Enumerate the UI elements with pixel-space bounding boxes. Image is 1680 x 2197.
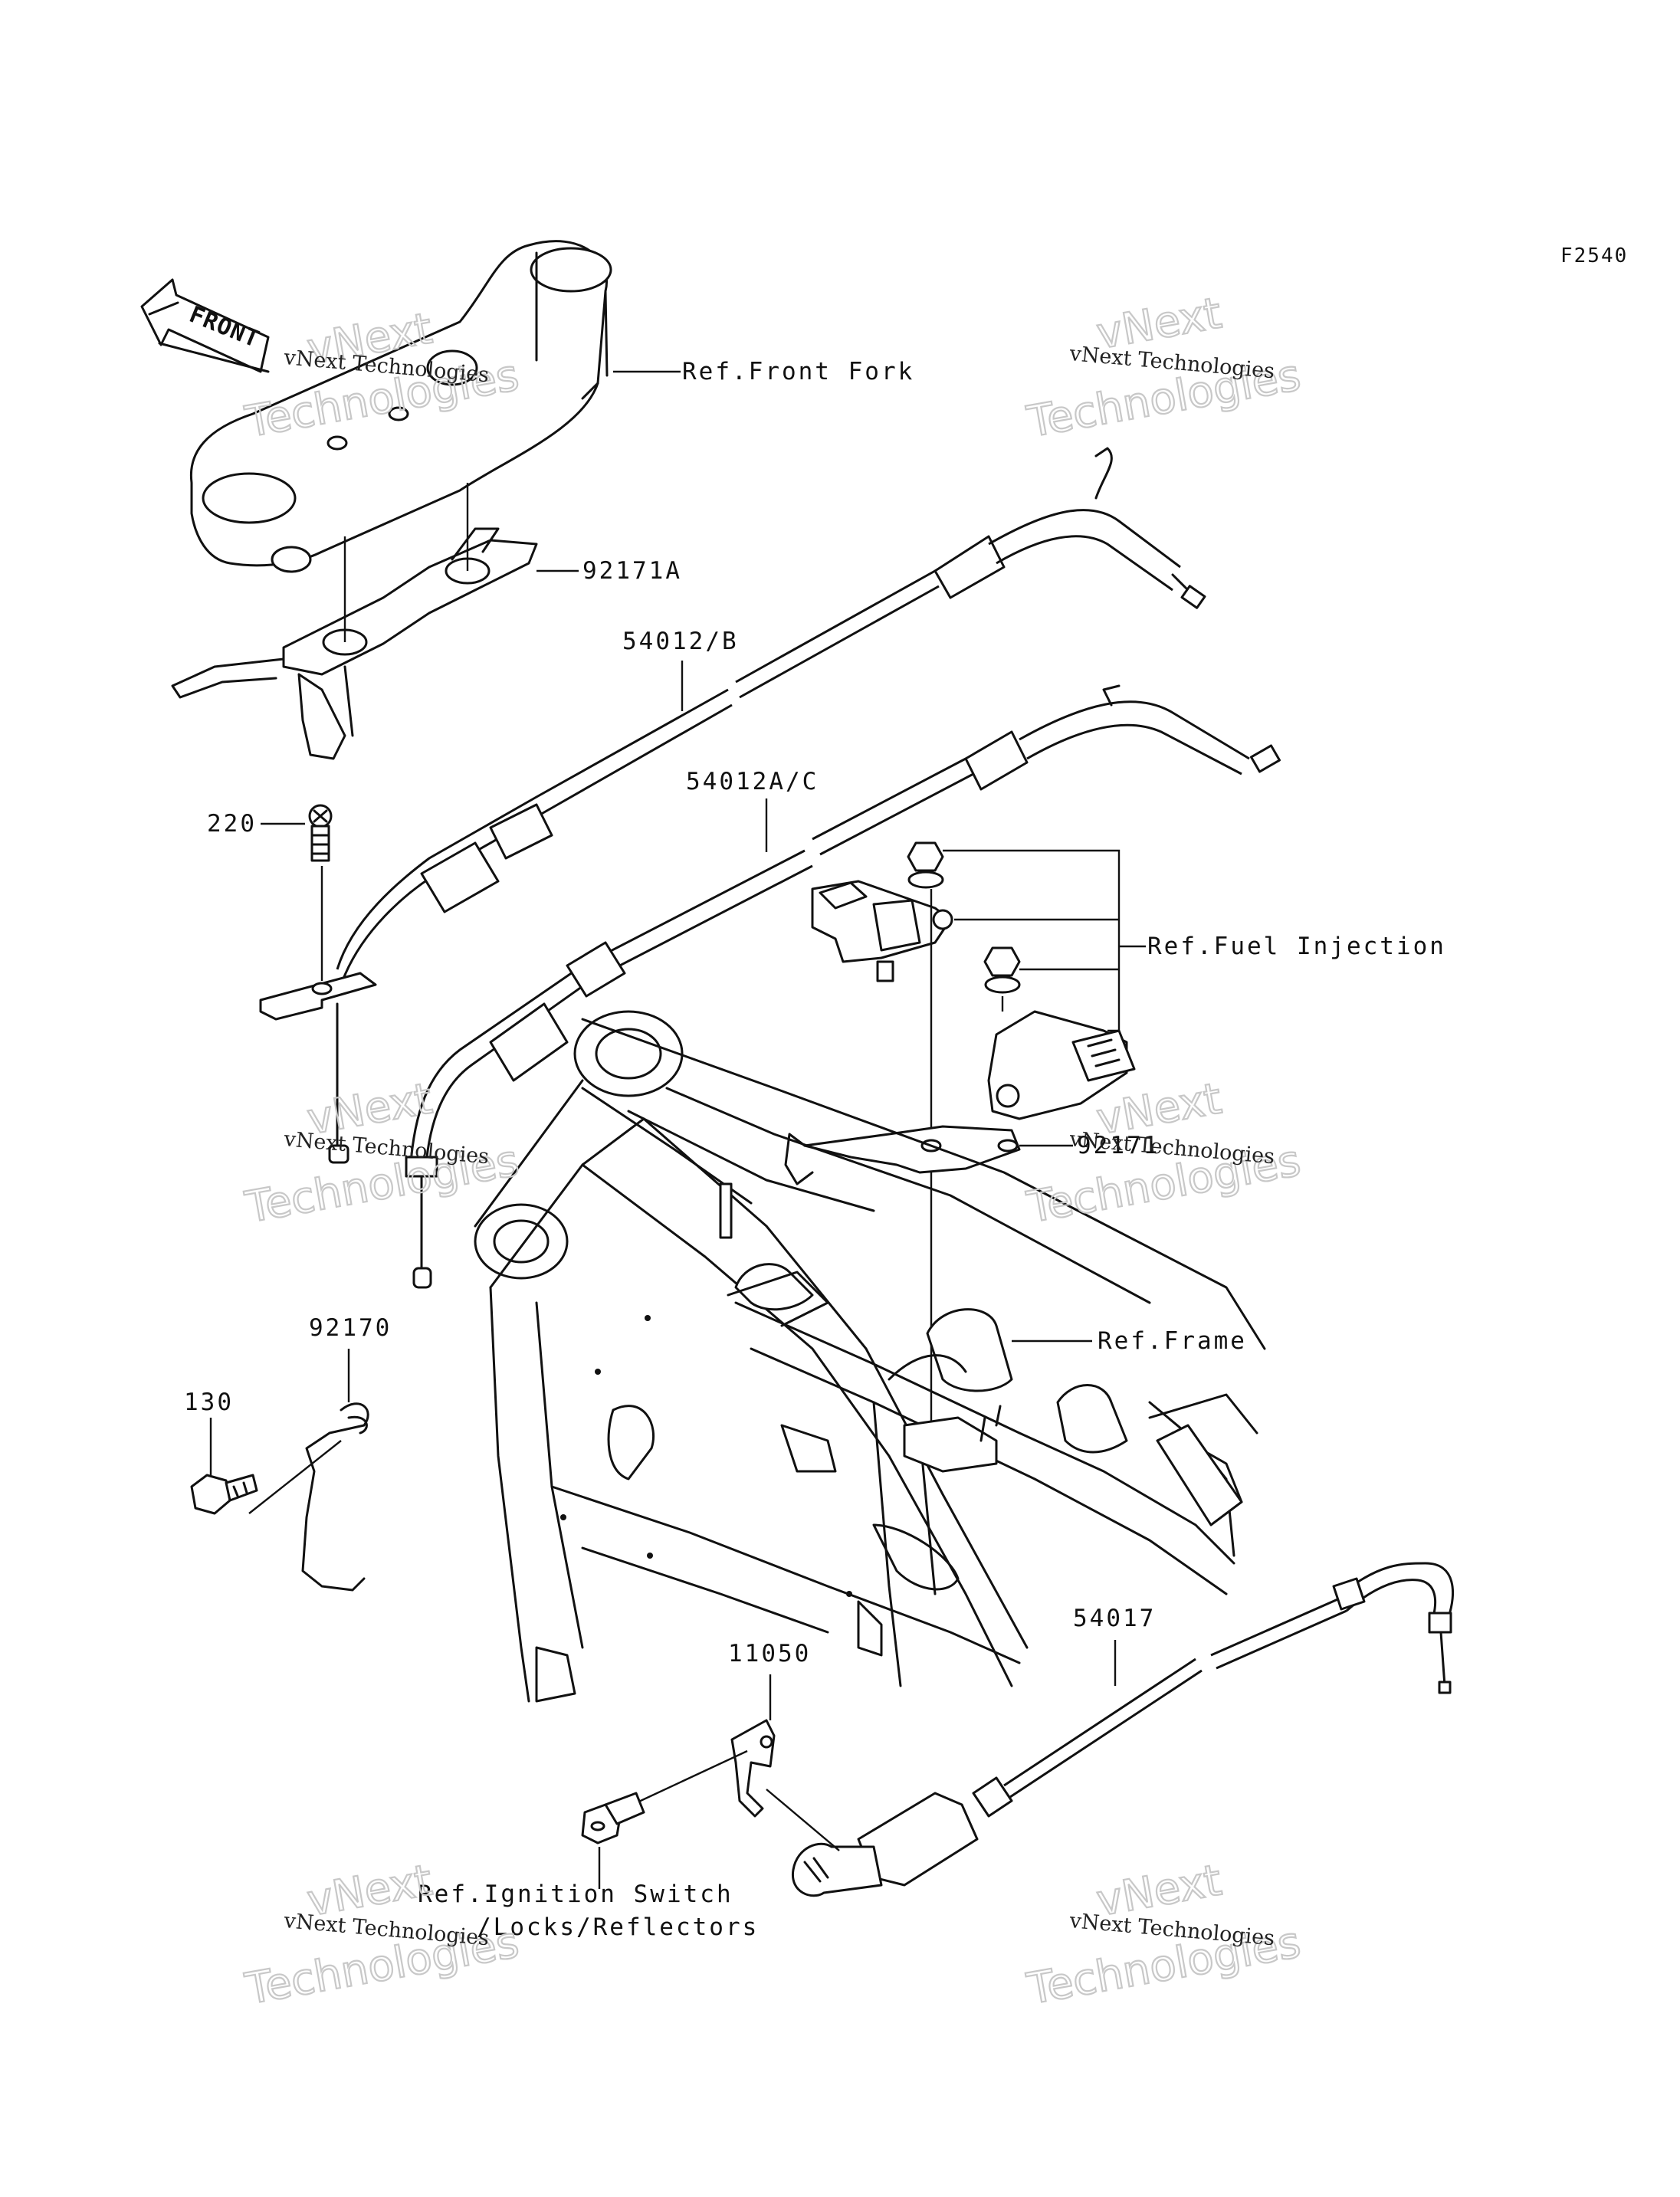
label-ref-ignition-line1: Ref.Ignition Switch xyxy=(418,1881,733,1908)
top-bracket-drawing xyxy=(171,240,612,760)
label-220: 220 xyxy=(207,810,257,838)
label-ref-ignition-line2: /Locks/Reflectors xyxy=(477,1913,759,1941)
front-arrow-icon: FRONT xyxy=(140,278,270,373)
watermark-bottom-left: vNext Technologies vNext Technologies xyxy=(241,1854,523,2015)
frame-drawing xyxy=(474,1010,1266,1703)
choke-cable-54017-drawing xyxy=(792,1562,1454,1897)
bolt-130-icon xyxy=(190,1474,258,1515)
clamp-92170-drawing xyxy=(248,1402,369,1592)
label-54017: 54017 xyxy=(1073,1605,1156,1632)
label-54012AC: 54012A/C xyxy=(686,768,819,795)
screw-220-icon xyxy=(308,804,333,862)
label-ref-fuel-injection: Ref.Fuel Injection xyxy=(1147,933,1446,960)
label-ref-frame: Ref.Frame xyxy=(1098,1327,1247,1355)
label-130: 130 xyxy=(184,1389,234,1416)
bracket-11050-drawing xyxy=(632,1719,840,1851)
label-92170: 92170 xyxy=(309,1314,392,1342)
label-11050: 11050 xyxy=(728,1640,811,1667)
bolt-ignition-icon xyxy=(581,1792,645,1844)
label-ref-front-fork: Ref.Front Fork xyxy=(682,358,914,385)
label-54012B: 54012/B xyxy=(622,628,739,655)
watermark-mid-left: vNext Technologies vNext Technologies xyxy=(241,1073,523,1234)
throttle-cable-b-drawing xyxy=(336,447,1206,985)
fuel-injection-sensors-drawing xyxy=(784,841,1136,1433)
throttle-cable-ac-drawing xyxy=(405,684,1281,1289)
watermark-top-right: vNext Technologies vNext Technologies xyxy=(1022,287,1305,448)
label-92171A: 92171A xyxy=(582,557,682,585)
label-92171: 92171 xyxy=(1077,1132,1160,1159)
cable-bracket-drawing xyxy=(259,866,377,1164)
figure-code: F2540 xyxy=(1560,244,1628,267)
watermark-bottom-right: vNext Technologies vNext Technologies xyxy=(1022,1854,1305,2015)
